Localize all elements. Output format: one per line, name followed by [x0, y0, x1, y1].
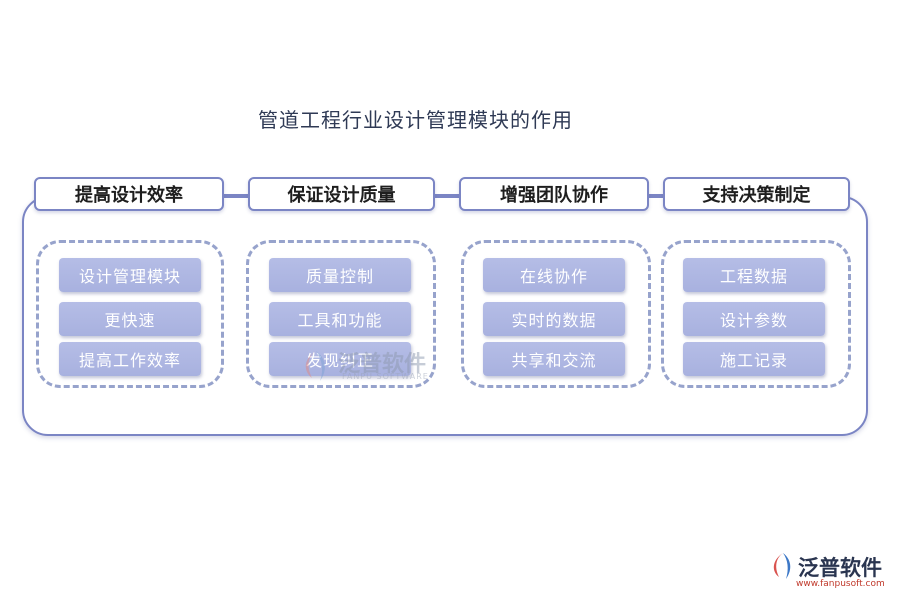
column-group-1: [36, 240, 224, 388]
header-connector: [433, 194, 461, 196]
header-connector: [647, 194, 665, 196]
list-item: 共享和交流: [483, 342, 625, 376]
list-item: 提高工作效率: [59, 342, 201, 376]
watermark-name: 泛普软件: [338, 352, 427, 377]
brand-logo: 泛普软件 www.fanpusoft.com: [770, 552, 894, 598]
watermark: 泛普软件 FANPU SOFTWARE: [298, 346, 458, 386]
column-header-1: 提高设计效率: [34, 177, 224, 211]
column-group-3: [461, 240, 651, 388]
watermark-logo-icon: [305, 351, 325, 381]
column-header-4: 支持决策制定: [663, 177, 850, 211]
list-item: 施工记录: [683, 342, 825, 376]
list-item: 工程数据: [683, 258, 825, 292]
column-group-4: [661, 240, 851, 388]
column-group-2: [246, 240, 436, 388]
brand-url: www.fanpusoft.com: [796, 579, 885, 589]
list-item: 设计参数: [683, 302, 825, 336]
list-item: 发现纠正: [269, 342, 411, 376]
column-header-3: 增强团队协作: [459, 177, 649, 211]
diagram-title: 管道工程行业设计管理模块的作用: [258, 108, 573, 132]
list-item: 质量控制: [269, 258, 411, 292]
list-item: 在线协作: [483, 258, 625, 292]
list-item: 实时的数据: [483, 302, 625, 336]
brand-logo-icon: [773, 553, 791, 579]
header-connector: [222, 194, 250, 196]
column-header-2: 保证设计质量: [248, 177, 435, 211]
list-item: 设计管理模块: [59, 258, 201, 292]
list-item: 更快速: [59, 302, 201, 336]
list-item: 工具和功能: [269, 302, 411, 336]
brand-name: 泛普软件: [798, 556, 882, 580]
watermark-subtitle: FANPU SOFTWARE: [342, 372, 429, 381]
